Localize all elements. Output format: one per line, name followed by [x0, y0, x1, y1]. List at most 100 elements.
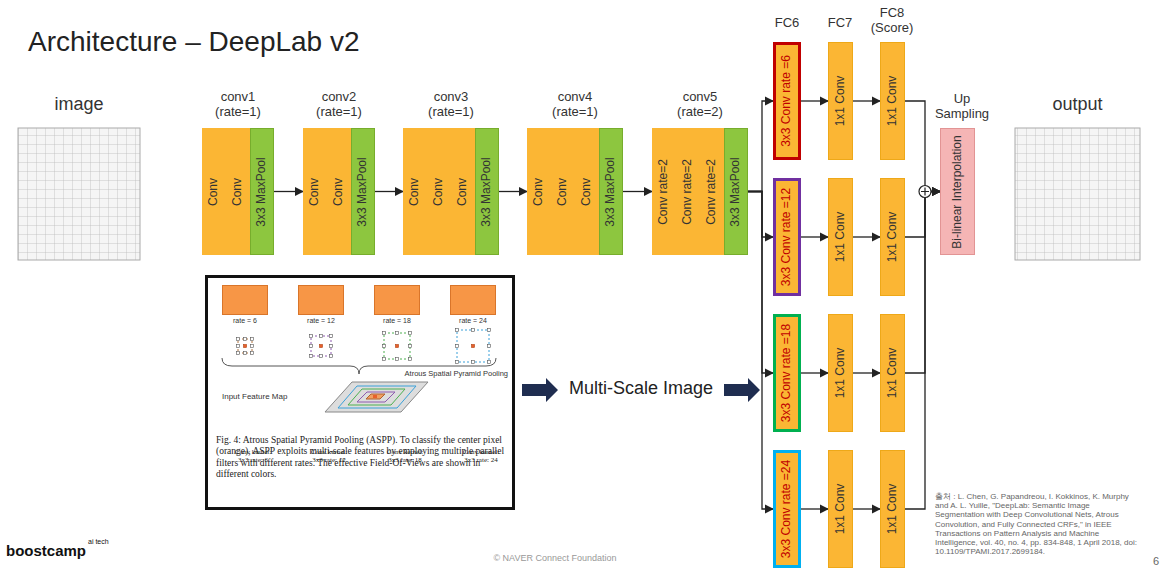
kernel-tap [396, 345, 399, 348]
maxpool-layer: 3x3 MaxPool [250, 128, 274, 255]
atrous-conv-layer: 3x3 Conv rate =6 [773, 42, 801, 160]
node-text: Conv [580, 177, 594, 205]
kernel-tap [237, 338, 240, 341]
connector-arrow [375, 191, 403, 192]
kernel-tap [488, 345, 491, 348]
citation: 출처 : L. Chen, G. Papandreou, I. Kokkinos… [935, 492, 1140, 556]
aspp-conv-box: Conv kernel: 3x3 rate: 18 [374, 285, 420, 315]
conv-layer: Conv [226, 128, 250, 255]
kernel-tap [244, 345, 247, 348]
node-text: 1x1 Conv [834, 212, 848, 263]
field-of-view-figures [237, 329, 491, 364]
copyright: © NAVER Connect Foundation [470, 553, 640, 563]
column-heading: FC7 [815, 16, 865, 31]
brand-logo: ai tech [88, 538, 128, 546]
image-grid-ground [18, 128, 140, 260]
fov-18 [348, 389, 405, 405]
connector-arrow [748, 101, 773, 192]
column-heading: FC6 [762, 16, 812, 31]
node-text: Conv [308, 177, 322, 205]
fc8-score-layer: 1x1 Conv [880, 42, 905, 160]
kernel-tap [251, 352, 254, 355]
maxpool-layer: 3x3 MaxPool [724, 128, 748, 255]
fov-24 [338, 386, 416, 408]
node-text: 1x1 Conv [886, 348, 900, 399]
conv-layer: Conv [527, 128, 551, 255]
aspp-conv-box: Conv kernel: 3x3 rate: 12 [298, 285, 344, 315]
aspp-conv-box: Conv kernel: 3x3 rate: 6 [222, 285, 268, 315]
connector-arrow [748, 192, 773, 510]
layer-group-heading: conv3 (rate=1) [416, 90, 486, 120]
node-text: 3x3 Conv rate =18 [780, 324, 794, 422]
connector-arrow [274, 191, 303, 192]
node-text: 3x3 MaxPool [604, 157, 618, 226]
layer-group-heading: conv4 (rate=1) [540, 90, 610, 120]
slide-title: Architecture – DeepLab v2 [28, 26, 360, 58]
maxpool-layer: 3x3 MaxPool [351, 128, 375, 255]
connector-arrow [748, 192, 773, 238]
node-text: 1x1 Conv [834, 76, 848, 127]
atrous-conv-layer: 3x3 Conv rate =12 [773, 178, 801, 296]
node-text: 3x3 Conv rate =12 [780, 188, 794, 286]
node-text: 1x1 Conv [886, 212, 900, 263]
sum-plus [921, 188, 929, 196]
figure-label: Atrous Spatial Pyramid Pooling [400, 370, 508, 379]
conv-layer: Conv rate=2 [652, 128, 676, 255]
output-grid-ground [1015, 128, 1140, 260]
node-text: 3x3 Conv rate =6 [780, 55, 794, 147]
maxpool-layer: 3x3 MaxPool [475, 128, 499, 255]
conv-layer: Conv [551, 128, 575, 255]
fc7-layer: 1x1 Conv [828, 314, 853, 432]
kernel-tap [472, 345, 475, 348]
kernel-tap [409, 358, 412, 361]
kernel-tap [396, 358, 399, 361]
kernel-tap [456, 345, 459, 348]
fov-outline [457, 330, 489, 362]
kernel-tap [237, 345, 240, 348]
fc7-layer: 1x1 Conv [828, 178, 853, 296]
kernel-tap [320, 355, 323, 358]
node-text: 1x1 Conv [834, 484, 848, 535]
node-text: Conv [432, 177, 446, 205]
kernel-tap [472, 329, 475, 332]
node-text: Conv rate=2 [681, 159, 695, 225]
rate-label: rate = 18 [367, 317, 427, 325]
kernel-tap [383, 358, 386, 361]
connector-arrow [748, 192, 773, 374]
output-image: output [1015, 128, 1140, 260]
node-text: image [18, 94, 140, 115]
connector-arrow [905, 101, 940, 192]
kernel-tap [456, 329, 459, 332]
node-text: 3x3 MaxPool [255, 157, 269, 226]
kernel-tap [320, 345, 323, 348]
input-feature-map [325, 382, 428, 412]
node-text: 3x3 MaxPool [480, 157, 494, 226]
kernel-tap [409, 345, 412, 348]
node-text: 3x3 MaxPool [729, 157, 743, 226]
kernel-tap [383, 345, 386, 348]
kernel-tap [330, 355, 333, 358]
brand-logo: boostcamp [6, 542, 90, 559]
connector-arrow [801, 508, 828, 509]
kernel-tap [330, 345, 333, 348]
figure-label: Input Feature Map [222, 392, 322, 401]
node-text: Conv rate=2 [657, 159, 671, 225]
kernel-tap [320, 335, 323, 338]
connector-arrow [853, 508, 880, 509]
rate-label: rate = 6 [215, 317, 275, 325]
upsampling-box: Bi-linear Interpolation [940, 128, 975, 255]
aspp-conv-box: Conv kernel: 3x3 rate: 24 [450, 285, 496, 315]
output-grid [1015, 128, 1140, 260]
block-arrow [724, 378, 760, 402]
fov-outline [384, 333, 410, 359]
sum-symbol [919, 186, 931, 198]
fc7-layer: 1x1 Conv [828, 450, 853, 568]
kernel-tap [456, 361, 459, 364]
kernel-tap [330, 335, 333, 338]
atrous-conv-layer: 3x3 Conv rate =24 [773, 450, 801, 568]
connector-arrow [905, 192, 940, 374]
kernel-tap [237, 352, 240, 355]
feature-map-plane [325, 382, 428, 412]
connector-arrow [801, 100, 828, 101]
fc8-score-layer: 1x1 Conv [880, 314, 905, 432]
